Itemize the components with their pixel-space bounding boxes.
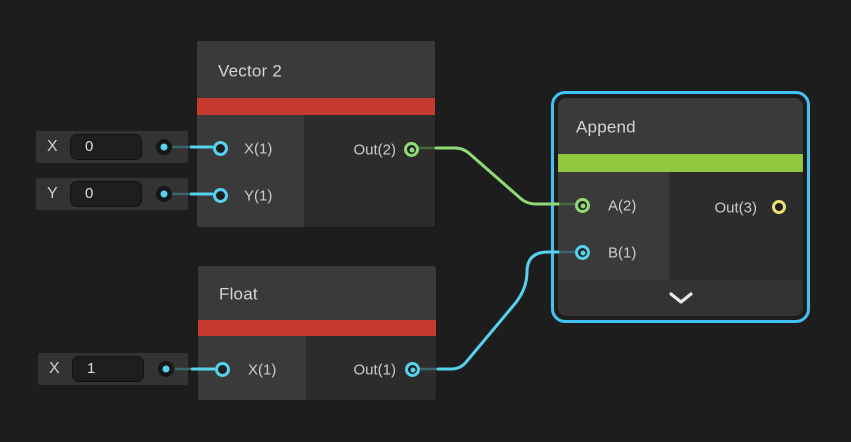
port-float-x[interactable]	[215, 362, 230, 377]
port-connected-dot	[410, 367, 415, 372]
category-bar-input	[197, 98, 435, 115]
port-label-b1: B(1)	[608, 244, 637, 262]
port-connected-dot	[409, 147, 414, 152]
value-field-float-x[interactable]: 1	[72, 356, 144, 382]
port-connected-dot	[580, 250, 585, 255]
port-connected-dot	[580, 203, 585, 208]
port-label-x1: X(1)	[244, 140, 273, 158]
edge-float-out-to-append-b[interactable]	[436, 250, 560, 371]
node-vector2[interactable]: Vector 2 X(1) Y(1) Out(2)	[196, 40, 436, 228]
node-title: Append	[576, 117, 636, 137]
node-title: Float	[219, 284, 258, 304]
port-label-a2: A(2)	[608, 197, 637, 215]
port-float-out[interactable]	[405, 362, 420, 377]
widget-connector-dot[interactable]	[158, 361, 174, 377]
widget-connector-dot[interactable]	[156, 186, 172, 202]
port-label-y1: Y(1)	[244, 187, 273, 205]
node-title: Vector 2	[218, 61, 282, 81]
port-append-out[interactable]	[772, 200, 786, 214]
inline-value-widget-x: X 0	[36, 131, 188, 163]
field-label: X	[47, 138, 58, 155]
field-label: X	[49, 360, 60, 377]
node-append[interactable]: Append A(2) B(1) Out(3)	[557, 97, 804, 317]
inline-value-widget-y: Y 0	[36, 178, 188, 210]
field-label: Y	[47, 185, 58, 202]
node-vector2-header[interactable]: Vector 2	[197, 41, 435, 98]
category-bar-channel	[558, 154, 803, 172]
inline-value-widget-float-x: X 1	[38, 353, 188, 385]
port-vector2-y[interactable]	[213, 188, 228, 203]
port-append-a[interactable]	[575, 198, 590, 213]
node-expander-button[interactable]	[558, 280, 803, 316]
port-label-out2: Out(2)	[353, 141, 396, 159]
node-float-header[interactable]: Float	[198, 266, 436, 320]
category-bar-input	[198, 320, 436, 336]
value-field-y[interactable]: 0	[70, 181, 142, 207]
node-float-body: X(1) Out(1)	[198, 336, 436, 400]
port-vector2-out[interactable]	[404, 142, 419, 157]
edge-vector2-out-to-append-a[interactable]	[434, 146, 560, 206]
port-label-out3: Out(3)	[714, 199, 757, 217]
node-append-header[interactable]: Append	[558, 98, 803, 154]
node-float[interactable]: Float X(1) Out(1)	[197, 265, 437, 401]
widget-connector-dot[interactable]	[156, 139, 172, 155]
port-vector2-x[interactable]	[213, 141, 228, 156]
input-ports-panel	[197, 115, 304, 227]
node-vector2-body: X(1) Y(1) Out(2)	[197, 115, 435, 227]
port-append-b[interactable]	[575, 245, 590, 260]
input-ports-panel	[558, 172, 669, 282]
node-append-body: A(2) B(1) Out(3)	[558, 172, 803, 282]
port-label-x1: X(1)	[248, 361, 277, 379]
port-label-out1: Out(1)	[353, 361, 396, 379]
value-field-x[interactable]: 0	[70, 134, 142, 160]
chevron-down-icon	[668, 292, 693, 304]
